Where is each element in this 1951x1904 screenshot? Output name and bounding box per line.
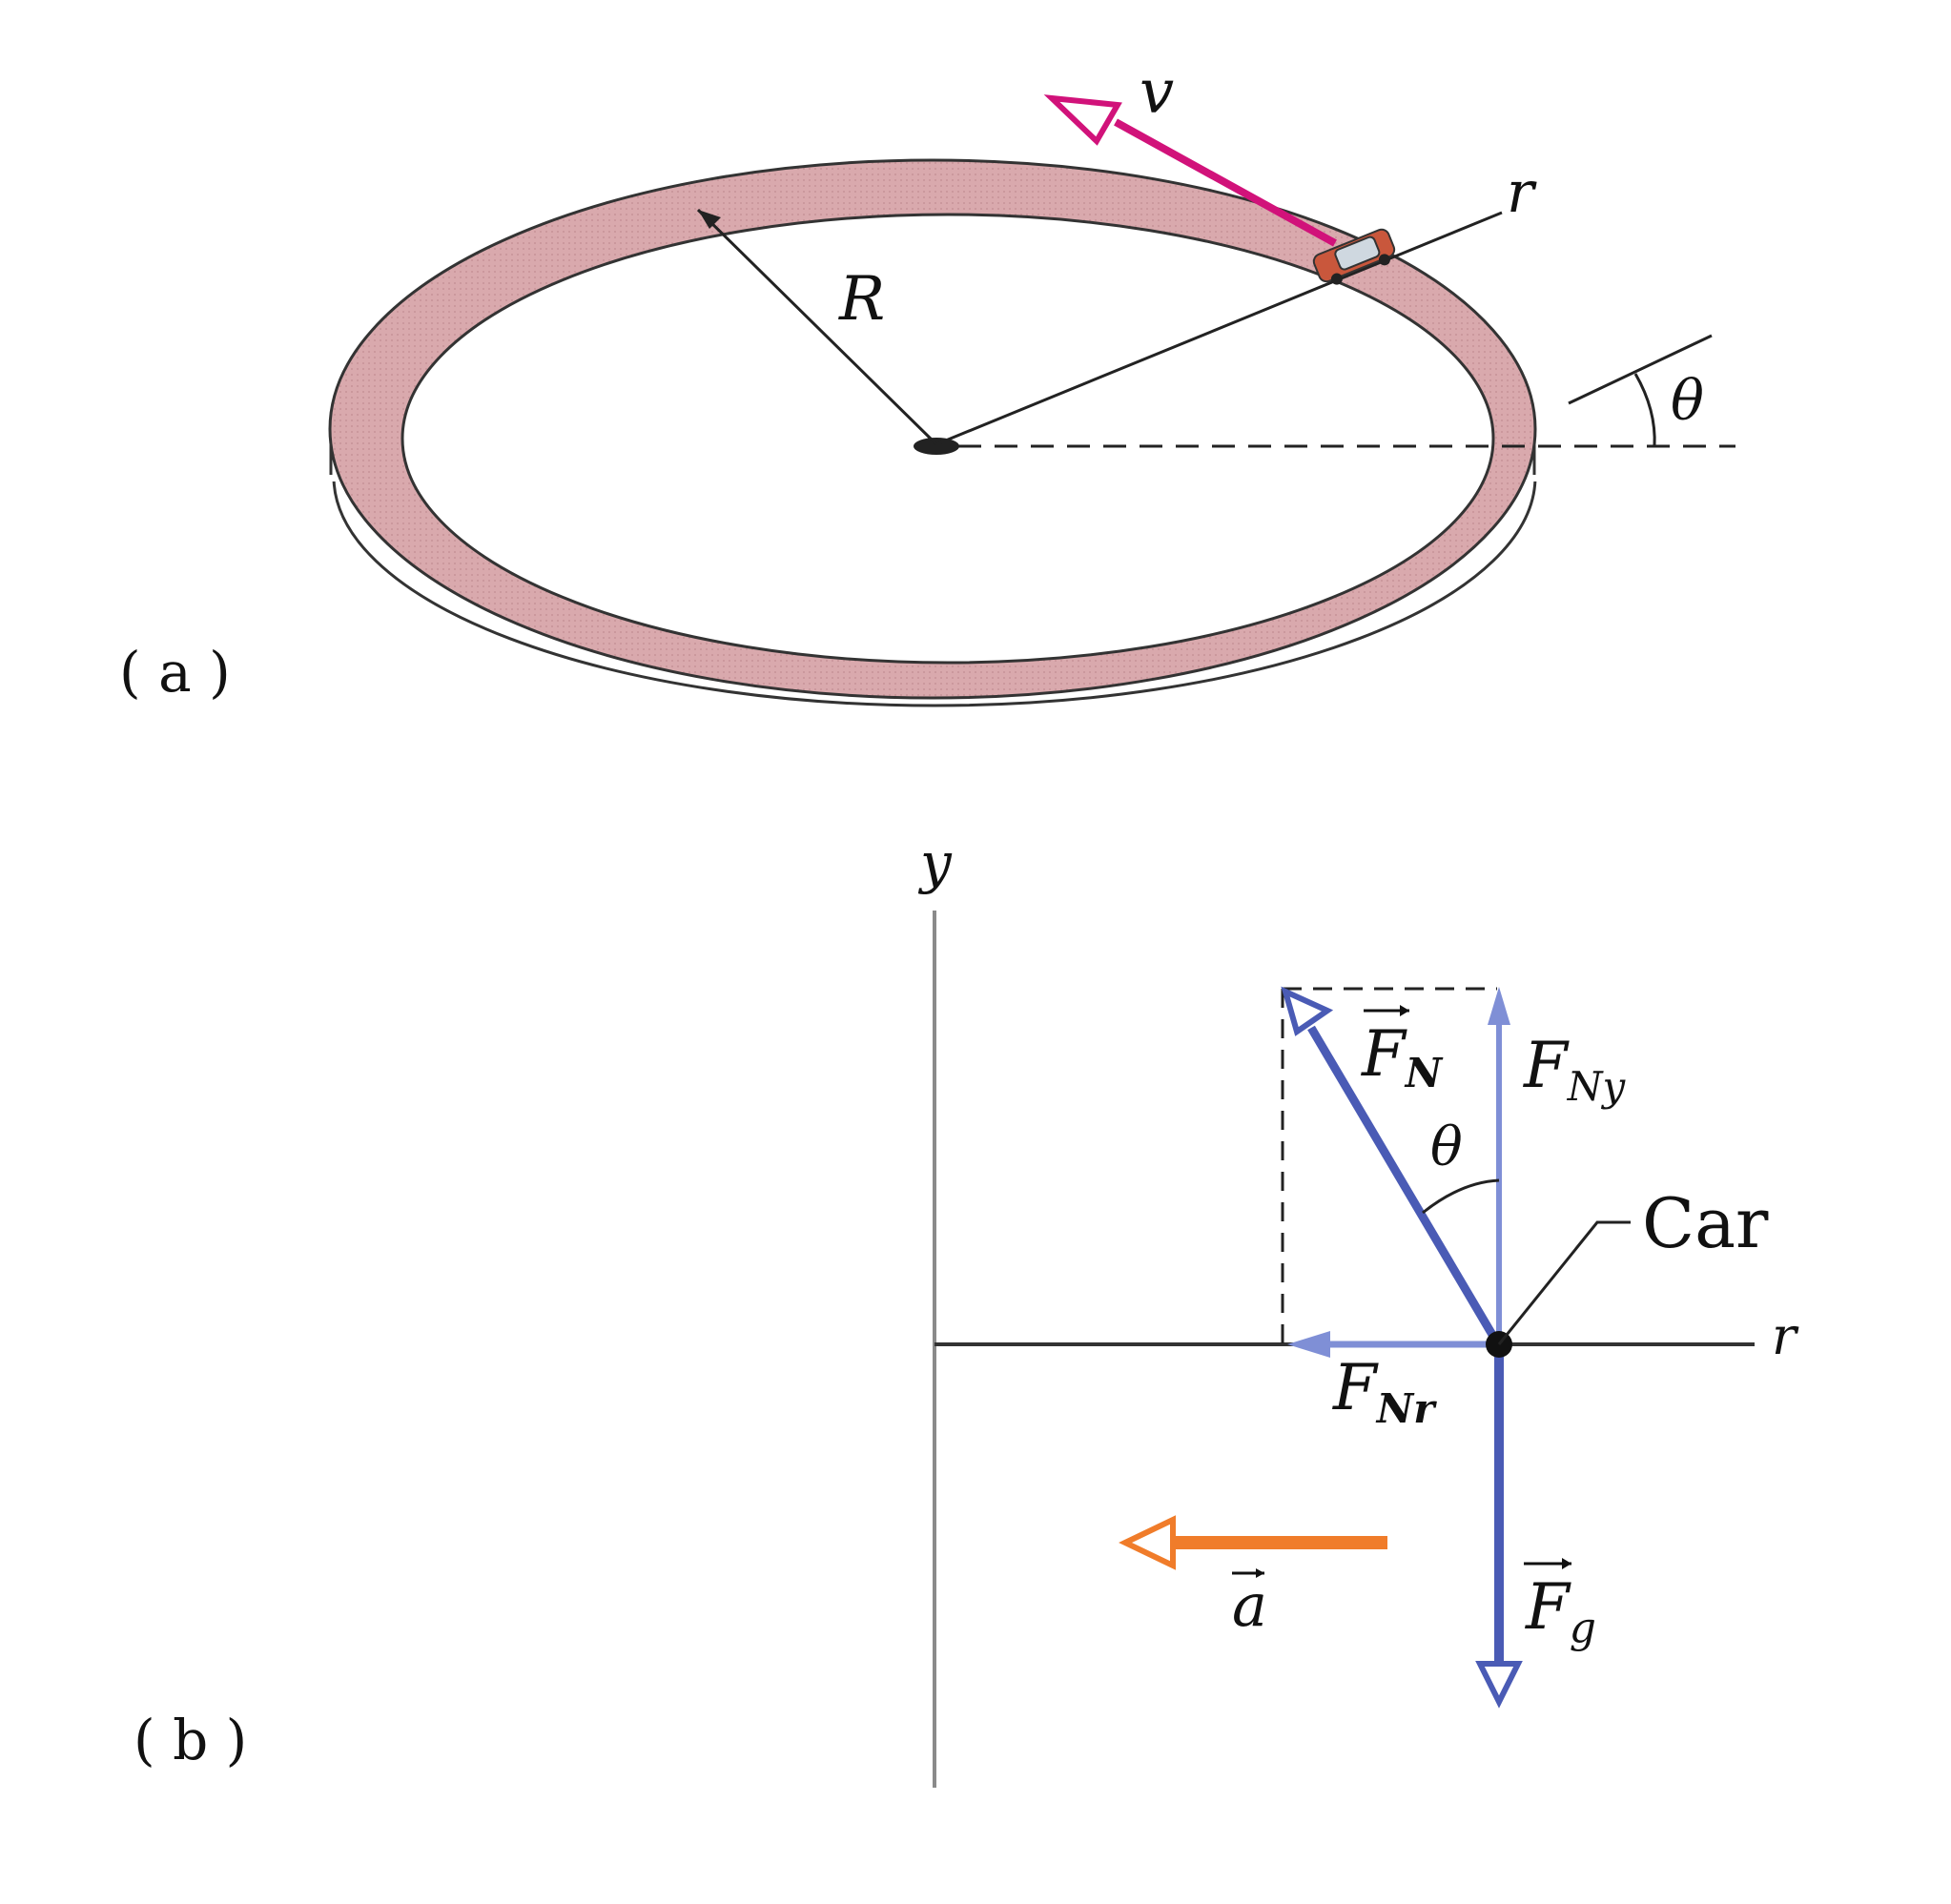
panel-b-label: ( b ) [133,1708,247,1772]
panel-a-label: ( a ) [119,640,231,705]
acceleration-arrow [1119,1515,1387,1570]
center-hub [914,438,959,455]
normal-force-subscript: N [1404,1050,1444,1096]
bank-angle-label: θ [1671,368,1704,433]
normal-force-symbol: F [1361,1017,1407,1091]
car-pointer-line [1497,1220,1631,1345]
normal-force-arrow [1281,986,1499,1342]
radial-axis-label: r [1507,159,1537,226]
acceleration-symbol: a [1232,1570,1267,1640]
normal-force-label: FN [1361,1005,1444,1096]
velocity-label: v [1140,57,1174,128]
gravity-arrow [1475,1349,1523,1709]
theta-arc [1422,1178,1500,1215]
normal-r-label: FNr [1332,1351,1437,1432]
acceleration-label: a [1232,1568,1267,1640]
svg-text:FN: FN [1361,1017,1444,1096]
normal-r-symbol: F [1332,1351,1379,1424]
radius-label: R [838,264,885,335]
normal-y-subscript: Ny [1567,1063,1627,1110]
bank-angle-line [1568,334,1713,405]
car-label: Car [1642,1183,1769,1263]
panel-b: y r θ Car [133,830,1799,1788]
normal-r-component-arrow [1287,1331,1492,1358]
bank-angle-arc [1633,373,1656,447]
panel-a: R r θ v ( a ) [119,57,1735,707]
y-axis-label: y [917,830,953,895]
velocity-arrow [1043,94,1337,247]
radius-line [696,208,938,446]
radial-axis-line [935,211,1503,446]
svg-text:Fg: Fg [1525,1570,1596,1652]
gravity-subscript: g [1570,1604,1596,1652]
normal-r-subscript: Nr [1375,1385,1437,1432]
normal-y-component-arrow [1488,987,1510,1340]
normal-y-label: FNy [1523,1029,1627,1110]
r-axis-label: r [1772,1306,1799,1366]
normal-y-symbol: F [1523,1029,1570,1102]
gravity-symbol: F [1525,1570,1571,1644]
car-icon [1312,228,1396,285]
gravity-label: Fg [1524,1558,1596,1652]
theta-label: θ [1430,1116,1463,1178]
